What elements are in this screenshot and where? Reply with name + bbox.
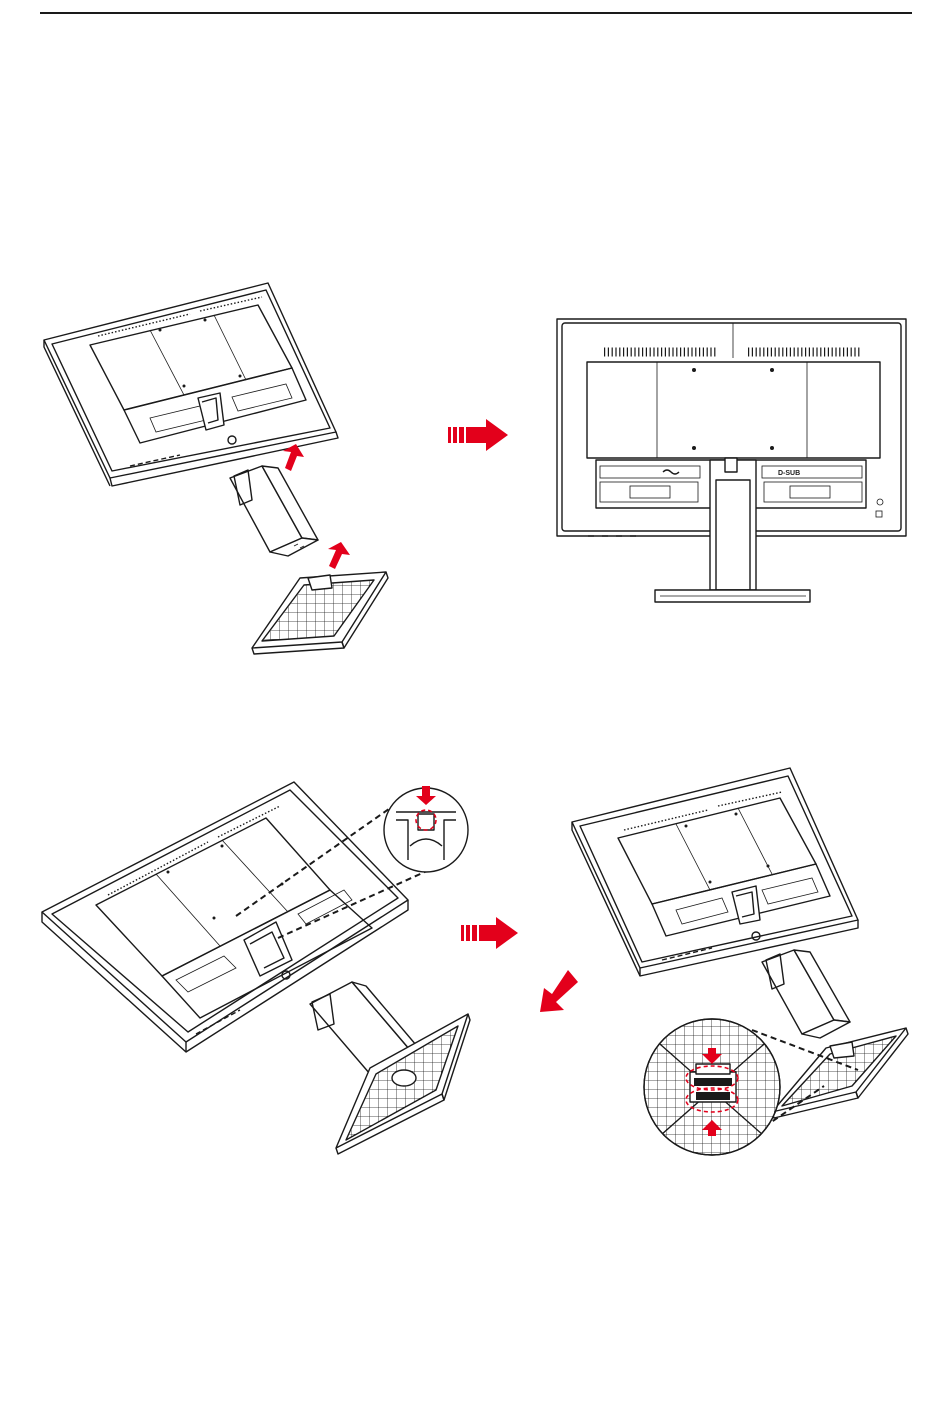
monitor-back-tilted-3 <box>572 768 858 976</box>
red-right-arrow-1 <box>448 419 508 451</box>
red-right-arrow-2 <box>461 917 518 949</box>
red-up-arrow-2 <box>328 542 350 569</box>
stand-base-1 <box>252 572 388 654</box>
stand-attached-2 <box>310 982 470 1154</box>
stand-neck-3 <box>762 950 850 1038</box>
monitor-rear-view: D-SUB <box>557 319 906 602</box>
stand-base-3 <box>772 1028 908 1118</box>
red-up-arrow-1 <box>283 444 304 471</box>
port-label-dsub: D-SUB <box>778 470 800 477</box>
red-down-left-arrow <box>540 970 578 1012</box>
stand-neck-1 <box>230 466 318 556</box>
